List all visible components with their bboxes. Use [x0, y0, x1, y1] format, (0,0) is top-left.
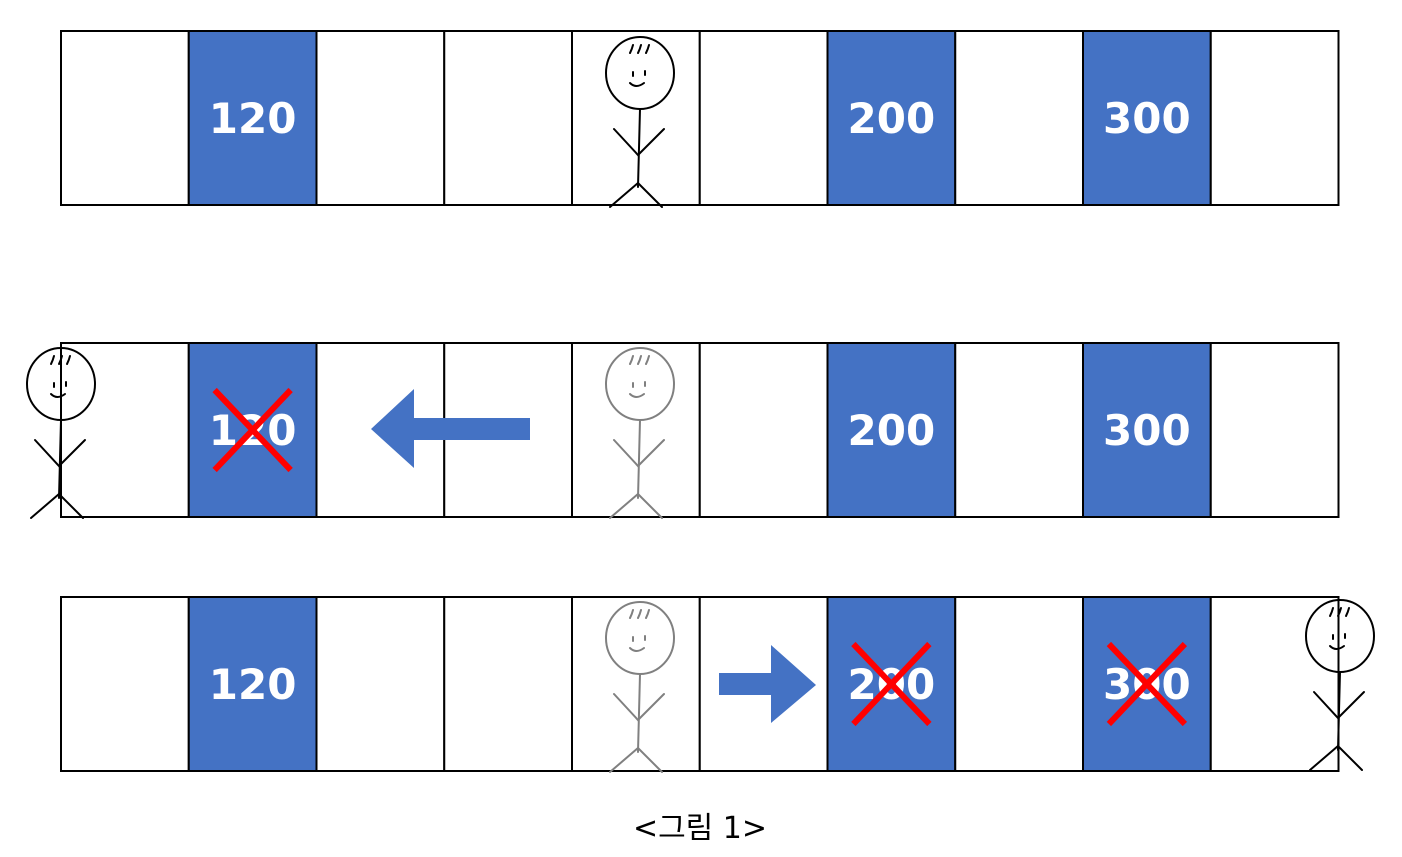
strip-rows: 120200300120200300120200300: [60, 30, 1340, 772]
stick-figures: [26, 36, 1375, 773]
blue-tile: 300: [1082, 342, 1212, 518]
red-x-mark: [1106, 641, 1188, 727]
empty-cell: [60, 30, 190, 206]
arrow-right-icon: [719, 645, 816, 723]
empty-cell: [443, 30, 573, 206]
blue-tile: 200: [826, 30, 957, 206]
stick-figure-ghost-icon: [605, 347, 675, 519]
blue-tile: 300: [1082, 30, 1212, 206]
strip-row-1: 120 200 300: [60, 30, 1340, 206]
red-x-mark: [212, 387, 293, 473]
stick-figure-icon: [1305, 599, 1375, 771]
tile-value: 120: [209, 94, 297, 143]
stick-figure-icon: [26, 347, 96, 519]
blue-tile: 120: [187, 30, 318, 206]
empty-cell: [315, 596, 446, 772]
stick-figure-icon: [605, 36, 675, 208]
empty-cell: [954, 596, 1084, 772]
empty-cell: [698, 30, 829, 206]
empty-cell: [954, 342, 1084, 518]
blue-tile: 120: [187, 596, 318, 772]
figure-caption: <그림 1>: [633, 811, 767, 846]
empty-cell: [571, 30, 701, 206]
empty-cell: [60, 342, 190, 518]
empty-cell: [571, 596, 701, 772]
empty-cell: [1209, 342, 1340, 518]
tile-value: 200: [848, 406, 936, 455]
tile-value: 200: [848, 94, 936, 143]
empty-cell: [60, 596, 190, 772]
empty-cell: [443, 596, 573, 772]
empty-cell: [698, 342, 829, 518]
blue-tile: 200: [826, 342, 957, 518]
empty-cell: [315, 30, 446, 206]
tile-value: 300: [1103, 406, 1191, 455]
empty-cell: [571, 342, 701, 518]
arrow-left-icon: [371, 389, 530, 468]
tile-value: 300: [1103, 94, 1191, 143]
red-x-mark: [851, 641, 932, 727]
stick-figure-ghost-icon: [605, 601, 675, 773]
tile-value: 120: [209, 660, 297, 709]
empty-cell: [954, 30, 1084, 206]
empty-cell: [1209, 30, 1340, 206]
empty-cell: [1209, 596, 1340, 772]
